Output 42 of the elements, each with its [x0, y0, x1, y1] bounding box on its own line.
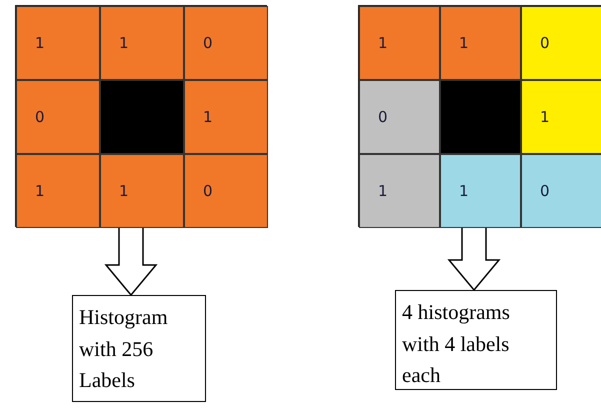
- pixel-cell: [100, 6, 184, 80]
- hollow-arrow: [104, 226, 158, 296]
- center-pixel: [440, 80, 521, 154]
- pixel-value: 1: [35, 182, 45, 200]
- pixel-value: 1: [378, 34, 388, 52]
- text-box: [72, 295, 206, 402]
- pixel-cell: [359, 80, 440, 154]
- box-text: 4 histograms with 4 labels each: [402, 300, 510, 387]
- pixel-cell: [521, 80, 601, 154]
- text-box: [395, 290, 557, 390]
- center-pixel: [100, 80, 184, 154]
- pixel-cell: [100, 154, 184, 228]
- pixel-cell: [184, 154, 268, 228]
- pixel-cell: [521, 6, 601, 80]
- pixel-value: 0: [540, 182, 550, 200]
- pixel-grid: [15, 5, 267, 227]
- pixel-value: 1: [35, 34, 45, 52]
- pixel-value: 0: [540, 34, 550, 52]
- pixel-cell: [16, 80, 100, 154]
- pixel-cell: [359, 154, 440, 228]
- pixel-cell: [16, 154, 100, 228]
- pixel-cell: [440, 154, 521, 228]
- hollow-arrow: [447, 226, 501, 292]
- pixel-value: 0: [203, 34, 213, 52]
- pixel-value: 1: [203, 108, 213, 126]
- pixel-value: 0: [378, 108, 388, 126]
- pixel-value: 0: [35, 108, 45, 126]
- pixel-value: 1: [540, 108, 550, 126]
- pixel-cell: [184, 6, 268, 80]
- pixel-cell: [521, 154, 601, 228]
- pixel-cell: [359, 6, 440, 80]
- pixel-value: 1: [459, 182, 469, 200]
- pixel-cell: [184, 80, 268, 154]
- pixel-value: 1: [119, 34, 129, 52]
- pixel-value: 1: [378, 182, 388, 200]
- pixel-value: 0: [203, 182, 213, 200]
- pixel-cell: [16, 6, 100, 80]
- pixel-cell: [440, 6, 521, 80]
- pixel-value: 1: [459, 34, 469, 52]
- box-text: Histogram with 256 Labels: [79, 305, 168, 392]
- pixel-value: 1: [119, 182, 129, 200]
- pixel-grid: [358, 5, 601, 227]
